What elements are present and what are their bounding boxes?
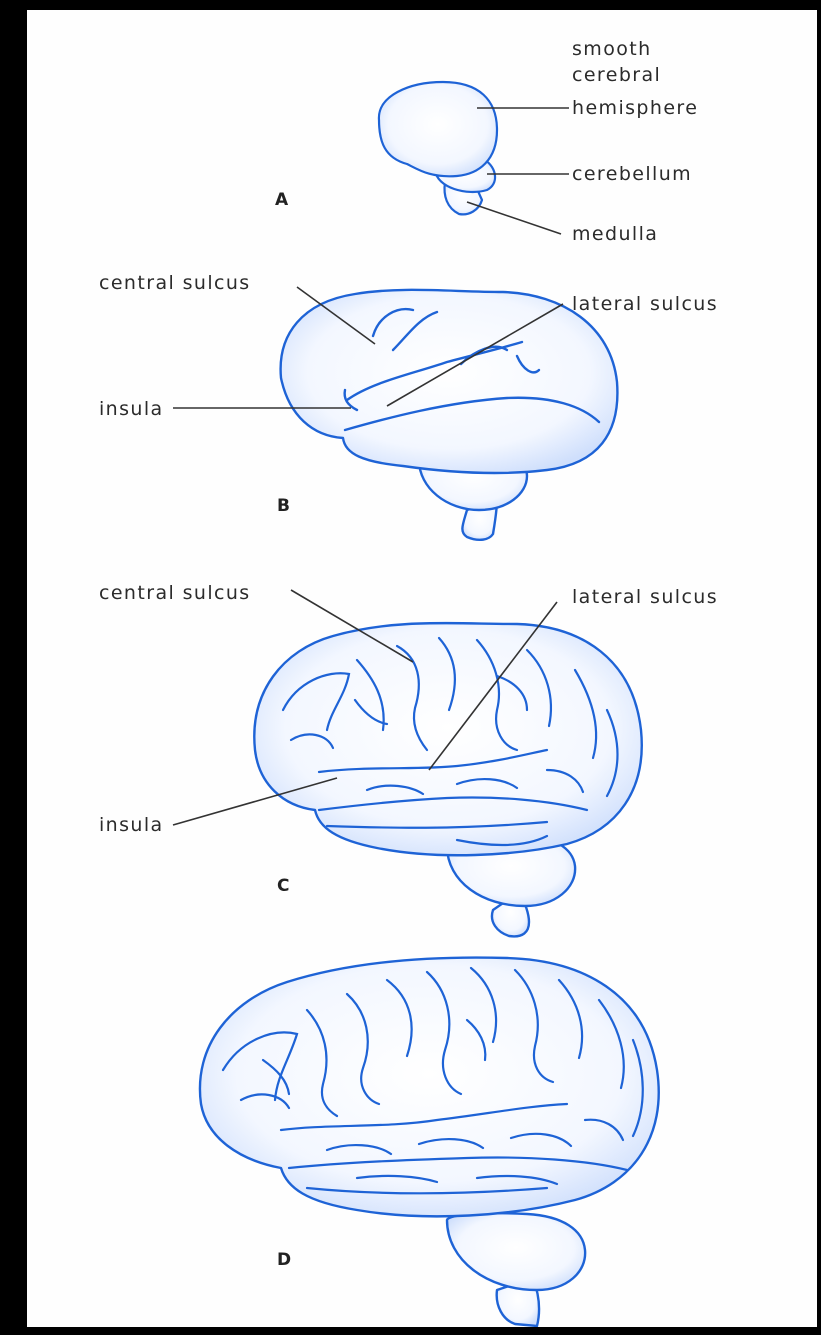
stage-label-a: A (275, 190, 288, 210)
label-insula-c: insula (99, 814, 164, 836)
panel-a-brain (379, 82, 497, 214)
stage-label-c: C (277, 876, 289, 896)
panel-a-hemisphere (379, 82, 497, 176)
panel-b-brain (281, 290, 618, 540)
label-central-sulcus-c: central sulcus (99, 582, 251, 604)
label-hemisphere: hemisphere (572, 97, 698, 119)
stage-label-b: B (277, 496, 290, 516)
panel-c-brain (254, 623, 641, 936)
label-smooth: smooth (572, 38, 652, 60)
panel-d-cerebellum (447, 1213, 585, 1290)
diagram-sheet: smooth cerebral hemisphere cerebellum me… (27, 10, 817, 1327)
label-lateral-sulcus-b: lateral sulcus (572, 293, 718, 315)
panel-b-hemisphere (281, 290, 618, 473)
label-insula-b: insula (99, 398, 164, 420)
panel-c-hemisphere (254, 623, 641, 855)
stage-label-d: D (277, 1250, 291, 1270)
label-medulla: medulla (572, 223, 658, 245)
brain-development-illustration (27, 10, 817, 1327)
label-cerebellum: cerebellum (572, 163, 692, 185)
label-lateral-sulcus-c: lateral sulcus (572, 586, 718, 608)
panel-d-hemisphere (200, 958, 659, 1217)
label-central-sulcus-b: central sulcus (99, 272, 251, 294)
label-cerebral: cerebral (572, 64, 661, 86)
